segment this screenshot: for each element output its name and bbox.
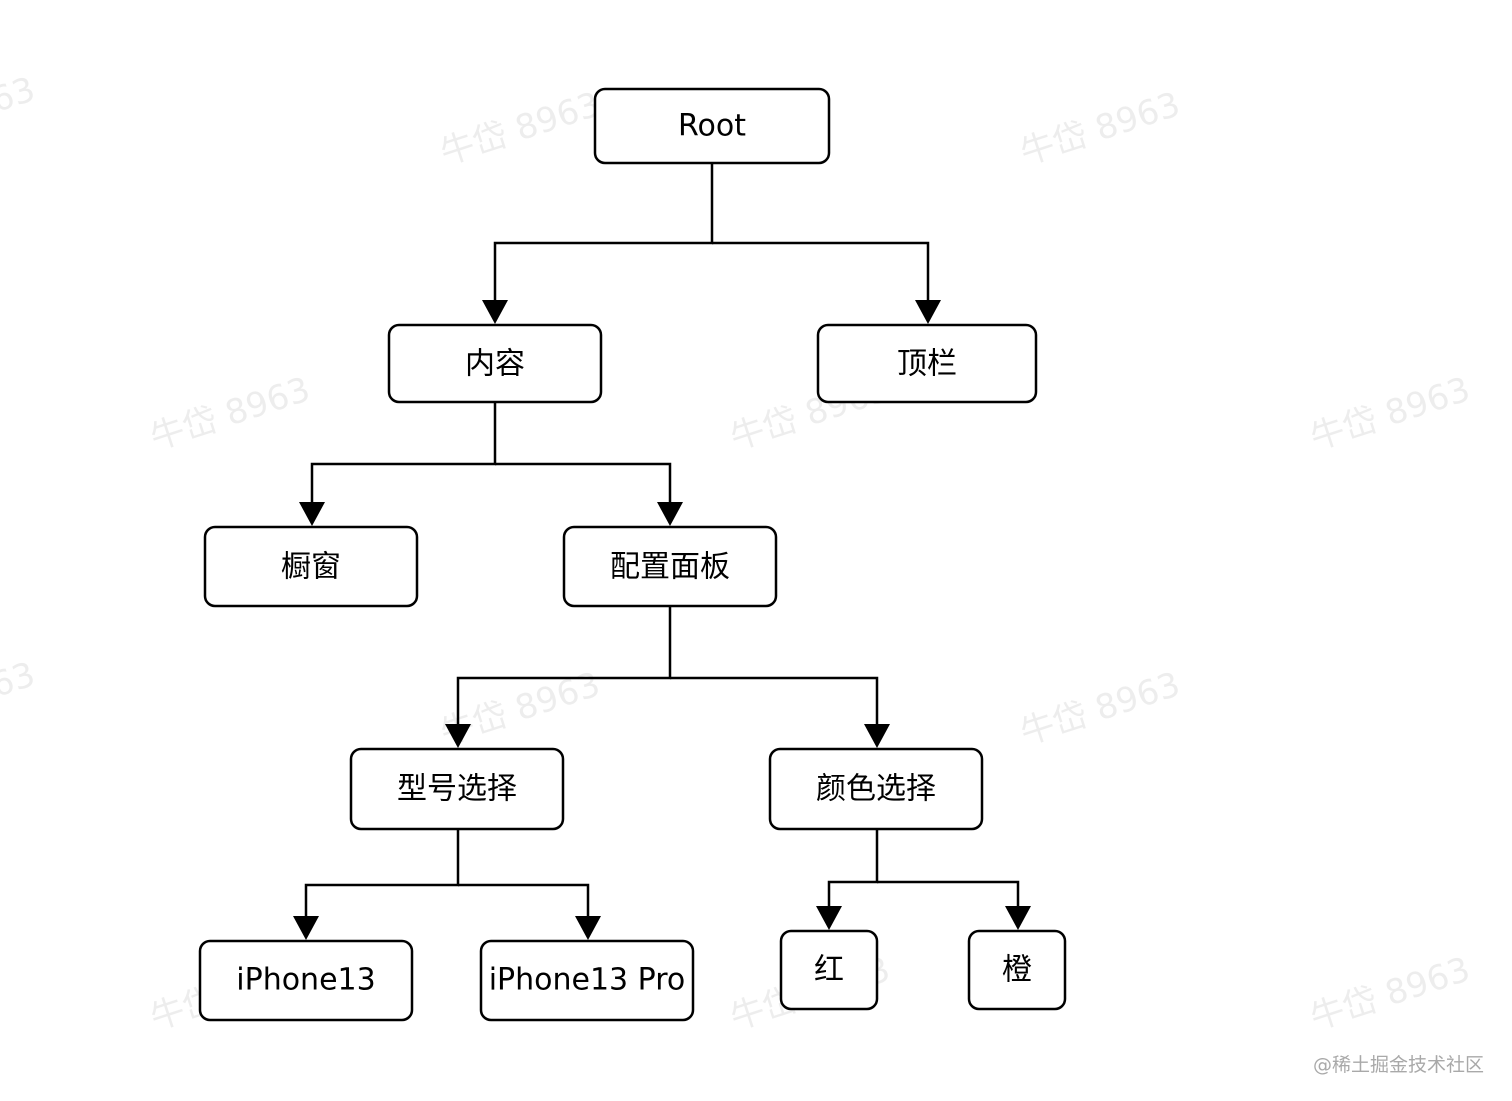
node-box [387, 323, 603, 404]
connector-model-iphone13pro [458, 883, 590, 921]
node-label: iPhone13 [236, 963, 375, 998]
connector-layer [293, 163, 1031, 940]
connector-root-content [493, 163, 714, 305]
arrowhead-icon [482, 300, 508, 324]
arrowhead-icon [1005, 906, 1031, 930]
arrowhead-icon [445, 724, 471, 748]
node-label: Root [678, 109, 746, 144]
node-label: 内容 [465, 347, 525, 382]
node-label: 顶栏 [897, 347, 957, 382]
node-box [779, 929, 879, 1011]
connector-content-showcase [310, 402, 497, 507]
watermark: 牛岱 8963 [145, 369, 315, 458]
arrowhead-icon [816, 906, 842, 930]
node-config-panel[interactable]: 配置面板 [562, 525, 778, 608]
arrowhead-icon [915, 300, 941, 324]
node-box [967, 929, 1067, 1011]
node-label: 橙 [1002, 953, 1032, 988]
node-iphone13[interactable]: iPhone13 [198, 939, 414, 1022]
node-box [816, 323, 1038, 404]
node-red[interactable]: 红 [779, 929, 879, 1011]
node-box [349, 747, 565, 831]
node-label: 颜色选择 [816, 772, 936, 807]
node-box [203, 525, 419, 608]
arrowhead-icon [293, 916, 319, 940]
node-iphone13-pro[interactable]: iPhone13 Pro [479, 939, 695, 1022]
connector-model-iphone13 [304, 829, 460, 921]
node-box [562, 525, 778, 608]
connector-config-model [456, 606, 672, 729]
watermark: 牛岱 8963 [0, 654, 40, 743]
node-topbar[interactable]: 顶栏 [816, 323, 1038, 404]
connector-root-topbar [712, 241, 930, 305]
connector-content-config [495, 462, 672, 507]
connector-color-orange [877, 880, 1020, 911]
watermark: 牛岱 8963 [0, 69, 40, 158]
node-label: 红 [814, 953, 844, 988]
node-label: iPhone13 Pro [489, 963, 686, 998]
node-label: 配置面板 [610, 550, 730, 585]
node-root[interactable]: Root [593, 87, 831, 165]
node-box [198, 939, 414, 1022]
arrowhead-icon [657, 502, 683, 526]
arrowhead-icon [864, 724, 890, 748]
source-credit: @稀土掘金技术社区 [1312, 1054, 1484, 1076]
node-model-select[interactable]: 型号选择 [349, 747, 565, 831]
arrowhead-icon [299, 502, 325, 526]
node-box [768, 747, 984, 831]
connector-config-color [670, 676, 879, 729]
node-showcase[interactable]: 橱窗 [203, 525, 419, 608]
connector-color-red [827, 829, 879, 911]
node-orange[interactable]: 橙 [967, 929, 1067, 1011]
watermark: 牛岱 8963 [1015, 664, 1185, 753]
node-label: 型号选择 [397, 772, 517, 807]
node-label: 橱窗 [281, 550, 341, 585]
node-color-select[interactable]: 颜色选择 [768, 747, 984, 831]
watermark: 牛岱 8963 [1015, 84, 1185, 173]
node-box [479, 939, 695, 1022]
arrowhead-icon [575, 916, 601, 940]
watermark: 牛岱 8963 [1305, 949, 1475, 1038]
node-box [593, 87, 831, 165]
node-content[interactable]: 内容 [387, 323, 603, 404]
watermark: 牛岱 8963 [1305, 369, 1475, 458]
watermark: 牛岱 8963 [435, 84, 605, 173]
